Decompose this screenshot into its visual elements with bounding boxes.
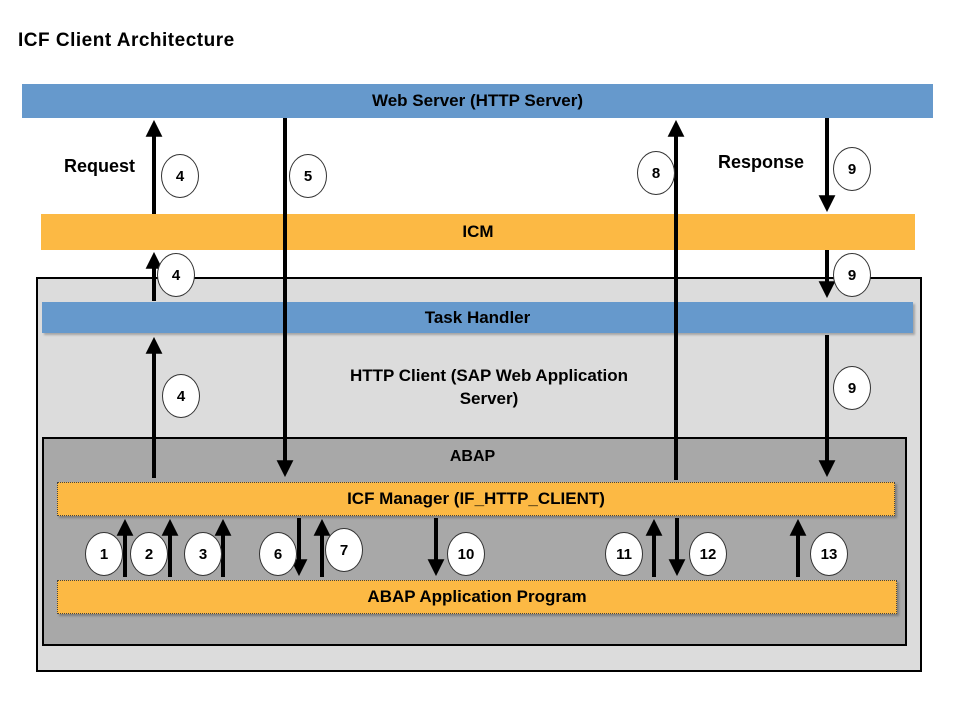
step-badge-3: 3 xyxy=(184,532,222,576)
abap-application-program-layer: ABAP Application Program xyxy=(57,580,897,614)
icf-manager-label: ICF Manager (IF_HTTP_CLIENT) xyxy=(347,489,605,508)
request-label: Request xyxy=(64,156,136,176)
icm-label: ICM xyxy=(462,222,494,241)
step-badge-12: 12 xyxy=(689,532,727,576)
web-server-layer: Web Server (HTTP Server) xyxy=(22,84,933,118)
response-label: Response xyxy=(718,152,805,172)
step-badge-9-icm: 9 xyxy=(833,253,871,297)
step-badge-1: 1 xyxy=(85,532,123,576)
icf-manager-layer: ICF Manager (IF_HTTP_CLIENT) xyxy=(57,482,895,516)
step-badge-8-top: 8 xyxy=(637,151,675,195)
step-badge-13: 13 xyxy=(810,532,848,576)
step-badge-9-top: 9 xyxy=(833,147,871,191)
step-badge-4-icm: 4 xyxy=(157,253,195,297)
step-badge-9-httpclient: 9 xyxy=(833,366,871,410)
step-badge-11: 11 xyxy=(605,532,643,576)
step-badge-5-top: 5 xyxy=(289,154,327,198)
abap-label: ABAP xyxy=(449,448,496,465)
step-badge-4-httpclient: 4 xyxy=(162,374,200,418)
abap-application-program-label: ABAP Application Program xyxy=(367,587,587,606)
step-badge-2: 2 xyxy=(130,532,168,576)
web-server-label: Web Server (HTTP Server) xyxy=(371,91,583,110)
http-client-label: HTTP Client (SAP Web Application Server) xyxy=(349,366,628,408)
step-badge-4-top: 4 xyxy=(161,154,199,198)
step-badge-7: 7 xyxy=(325,528,363,572)
step-badge-10: 10 xyxy=(447,532,485,576)
step-badge-6: 6 xyxy=(259,532,297,576)
task-handler-label: Task Handler xyxy=(424,307,531,327)
page-title: ICF Client Architecture xyxy=(18,30,235,51)
icm-layer: ICM xyxy=(41,214,915,250)
task-handler-layer: Task Handler xyxy=(42,302,913,333)
